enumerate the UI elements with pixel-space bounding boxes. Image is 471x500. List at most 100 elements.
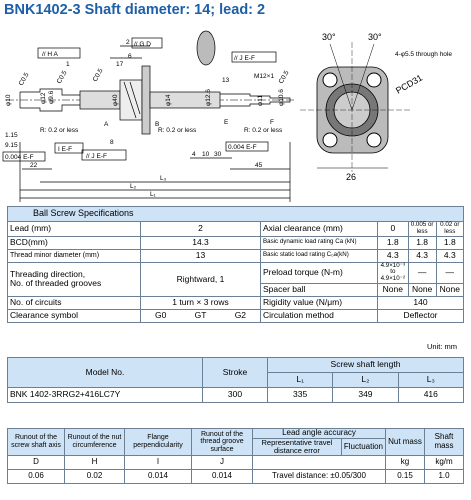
s-kgm: kg/m: [424, 455, 464, 471]
circulation-value: Deflector: [377, 309, 464, 324]
l1: 335: [266, 387, 334, 403]
dim-l2: L₂: [130, 183, 137, 190]
dim-13: 13: [222, 77, 230, 84]
preload-v1-b: to 4.9×10⁻²: [380, 268, 406, 283]
clearance-g2: G2: [234, 310, 247, 321]
h-lead: Lead angle accuracy: [252, 428, 386, 439]
angle-30-right: 30°: [368, 32, 382, 42]
spec-rlabel: Basic static load rating C₀a(kN): [260, 248, 378, 263]
table-row: Lead (mm) 2 Axial clearance (mm) 0 0.005…: [7, 221, 465, 237]
ref-a: 0.004 E-F: [5, 154, 34, 161]
dim-4: 4: [192, 151, 196, 158]
shaft-left: [20, 88, 80, 96]
dim-m12: M12×1: [254, 73, 274, 80]
spec-value: 13: [140, 248, 261, 263]
clearance-gt: GT: [194, 310, 207, 321]
table-row: 0.06 0.02 0.014 0.014 Travel distance: ±…: [7, 469, 464, 485]
v-nut: 0.15: [385, 469, 425, 485]
spec-r1: 4.3: [377, 248, 409, 263]
technical-drawing: // H A // G D // J E-F I E-F // J E-F 0.…: [2, 30, 452, 202]
dim-22: 22: [30, 162, 38, 169]
datum-e: E: [224, 119, 229, 126]
threading-value: Rightward, 1: [140, 261, 261, 298]
spec-rlabel: Basic dynamic load rating Ca (kN): [260, 235, 378, 250]
dim-1-15: 1.15: [5, 132, 18, 139]
ball-screw-specifications: Ball Screw Specifications Lead (mm) 2 Ax…: [7, 206, 465, 324]
h-l1: L₁: [266, 372, 334, 388]
spec-label: Thread minor diameter (mm): [7, 248, 141, 263]
h-i: Flange perpendicularity: [124, 427, 192, 457]
dim-1: 1: [66, 61, 70, 68]
spec-value: 14.3: [140, 235, 261, 250]
gd-g-d: // G D: [134, 41, 151, 48]
dim-d14: φ14: [165, 94, 172, 106]
threading-label-1: Threading direction,: [10, 269, 86, 279]
spec-r3: 0.02 or less: [435, 221, 465, 237]
note-pcd: PCD31: [394, 73, 424, 96]
s-h: H: [64, 455, 125, 471]
datum-f: F: [270, 119, 274, 126]
v-travel: Travel distance: ±0.05/300: [252, 469, 386, 485]
h-length: Screw shaft length: [267, 357, 464, 373]
spec-r3: 4.3: [435, 248, 465, 263]
spec-r2: 1.8: [407, 235, 437, 250]
circuits-label: No. of circuits: [7, 296, 141, 311]
table-row: Threading direction,No. of threaded groo…: [7, 261, 465, 298]
bolt-hole: [322, 72, 338, 88]
dim-d106: φ10.6: [278, 89, 285, 106]
s-j: J: [191, 455, 253, 471]
bolt-hole: [366, 72, 382, 88]
dim-d126: φ12.6: [205, 89, 212, 106]
gd-h-a: // H A: [42, 51, 59, 58]
stroke: 300: [202, 387, 268, 403]
threading-label-2: No. of threaded grooves: [10, 278, 102, 289]
bolt-hole: [366, 132, 382, 148]
preload-v2: —: [407, 261, 437, 285]
v-d: 0.06: [7, 469, 65, 485]
model-no: BNK 1402-3RRG2+416LC7Y: [7, 387, 203, 403]
runout-table: Runout of the screw shaft axis Runout of…: [7, 427, 464, 485]
bolt-hole: [322, 132, 338, 148]
h-shaft: Shaft mass: [424, 427, 464, 457]
spacer-v3: None: [435, 283, 465, 298]
preload-v3: —: [435, 261, 465, 285]
dim-l3: L₃: [160, 175, 167, 182]
dim-9-15: 9.15: [5, 142, 18, 149]
l3: 416: [397, 387, 465, 403]
spacer-v1: None: [377, 283, 409, 298]
note-r02c: R: 0.2 or less: [244, 127, 283, 134]
spacer-label: Spacer ball: [260, 283, 378, 298]
dim-l1: L₁: [150, 191, 157, 198]
note-r02a: R: 0.2 or less: [40, 127, 79, 134]
gd-j2-ef: // J E-F: [86, 153, 107, 160]
clearance-g0: G0: [154, 310, 167, 321]
table-row: Thread minor diameter (mm) 13 Basic stat…: [7, 248, 465, 263]
unit-note: Unit: mm: [427, 342, 457, 351]
dim-10: 10: [202, 151, 210, 158]
spec-r2: 4.3: [407, 248, 437, 263]
s-i: I: [124, 455, 192, 471]
table-row: BCD(mm) 14.3 Basic dynamic load rating C…: [7, 235, 465, 250]
v-shaft: 1.0: [424, 469, 464, 485]
spec-r1: 0: [377, 221, 409, 237]
spec-value: 2: [140, 221, 261, 237]
preload-v1-a: 4.9×10⁻³: [380, 261, 406, 269]
spec-label: Lead (mm): [7, 221, 141, 237]
spec-r3: 1.8: [435, 235, 465, 250]
dim-d11: φ11: [257, 95, 264, 106]
s-d: D: [7, 455, 65, 471]
v-i: 0.014: [124, 469, 192, 485]
preload-label: Preload torque (N-m): [260, 261, 378, 285]
note-r02b: R: 0.2 or less: [158, 127, 197, 134]
circuits-value: 1 turn × 3 rows: [140, 296, 261, 311]
page-title: BNK1402-3 Shaft diameter: 14; lead: 2: [4, 2, 266, 18]
l2: 349: [332, 387, 399, 403]
h-fluc: Fluctuation: [340, 437, 387, 457]
dim-17: 17: [116, 61, 124, 68]
dim-d40: φ40: [112, 94, 119, 106]
note-c05b: C0.5: [56, 69, 69, 85]
v-h: 0.02: [64, 469, 125, 485]
datum-a: A: [104, 121, 109, 128]
flange: [141, 65, 151, 135]
spacer-v2: None: [407, 283, 437, 298]
